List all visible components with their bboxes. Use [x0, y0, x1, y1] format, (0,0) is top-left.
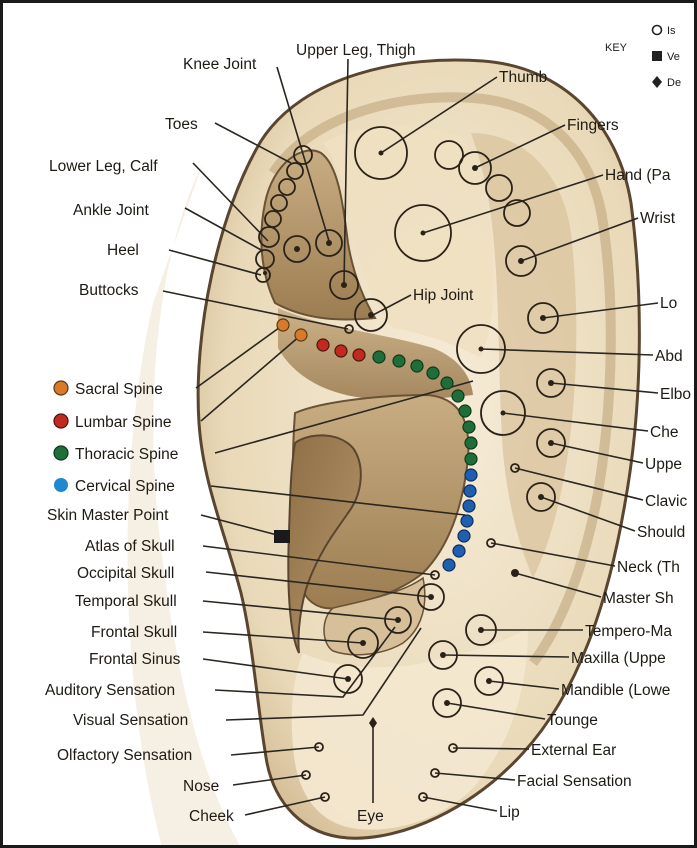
- label-lower-arm: Lo: [660, 295, 677, 312]
- key-item-label: Is: [667, 25, 676, 37]
- thoracic-swatch: [53, 445, 69, 461]
- helix-rim: [268, 92, 616, 666]
- label-heel: Heel: [107, 242, 139, 259]
- label-mandible: Mandible (Lowe: [561, 682, 670, 699]
- label-cheek: Cheek: [189, 808, 234, 825]
- label-tempero-mandibular: Tempero-Ma: [585, 623, 672, 640]
- label-frontal-skull: Frontal Skull: [91, 624, 177, 641]
- label-atlas-of-skull: Atlas of Skull: [85, 538, 175, 555]
- label-clavicle: Clavic: [645, 493, 687, 510]
- label-auditory-sensation: Auditory Sensation: [45, 682, 175, 699]
- label-temporal-skull: Temporal Skull: [75, 593, 177, 610]
- antihelix: [323, 125, 494, 358]
- label-wrist: Wrist: [640, 210, 676, 227]
- sacral-swatch: [53, 380, 69, 396]
- label-occipital-skull: Occipital Skull: [77, 565, 174, 582]
- top-labels: Knee Joint Upper Leg, Thigh Thumb: [183, 42, 547, 86]
- upper-points: [354, 126, 566, 577]
- lower-points: [274, 530, 504, 802]
- lumbar-swatch: [53, 413, 69, 429]
- label-chest: Che: [650, 424, 678, 441]
- label-master-shoulder: Master Sh: [603, 590, 674, 607]
- skin-master-point-square: [274, 530, 290, 543]
- label-toes: Toes: [165, 116, 198, 133]
- left-labels: Toes Lower Leg, Calf Ankle Joint Heel Bu…: [45, 116, 234, 825]
- leader-lines: [162, 58, 659, 816]
- label-lower-leg: Lower Leg, Calf: [49, 158, 158, 175]
- label-elbow: Elbo: [660, 386, 691, 403]
- toe-points: [255, 145, 313, 283]
- ear-reflexology-diagram: KEY Is Ve De: [45, 24, 691, 845]
- key-title: KEY: [605, 42, 628, 54]
- label-upper-arm: Uppe: [645, 456, 682, 473]
- label-thumb: Thumb: [499, 69, 547, 86]
- label-upper-leg-thigh: Upper Leg, Thigh: [296, 42, 416, 59]
- label-facial-sensation: Facial Sensation: [517, 773, 632, 790]
- face-shading: [127, 163, 240, 845]
- label-knee-joint: Knee Joint: [183, 56, 257, 73]
- cervical-swatch: [54, 478, 68, 492]
- diamond-filled-icon: [652, 76, 662, 88]
- legend-lumbar: Lumbar Spine: [75, 414, 172, 431]
- label-nose: Nose: [183, 778, 219, 795]
- label-external-ear: External Ear: [531, 742, 616, 759]
- leg-points: [283, 229, 388, 334]
- key-item-label: De: [667, 77, 681, 89]
- label-hand-palm: Hand (Pa: [605, 167, 671, 184]
- label-ankle-joint: Ankle Joint: [73, 202, 150, 219]
- legend-thoracic: Thoracic Spine: [75, 446, 178, 463]
- scapha: [471, 133, 577, 578]
- label-olfactory-sensation: Olfactory Sensation: [57, 747, 192, 764]
- right-labels: Fingers Hand (Pa Wrist Lo Abd Elbo Che U…: [499, 117, 691, 821]
- legend-sacral: Sacral Spine: [75, 381, 163, 398]
- label-visual-sensation: Visual Sensation: [73, 712, 188, 729]
- label-lip: Lip: [499, 804, 520, 821]
- acupoints: [255, 126, 566, 802]
- legend-cervical: Cervical Spine: [75, 478, 175, 495]
- label-buttocks: Buttocks: [79, 282, 139, 299]
- label-shoulder: Should: [637, 524, 685, 541]
- label-hip-joint: Hip Joint: [413, 287, 474, 304]
- circle-outline-icon: [651, 24, 663, 36]
- label-skin-master-point: Skin Master Point: [47, 507, 169, 524]
- label-eye: Eye: [357, 808, 384, 825]
- square-filled-icon: [652, 51, 662, 61]
- label-neck: Neck (Th: [617, 559, 680, 576]
- label-maxilla: Maxilla (Uppe: [571, 650, 666, 667]
- label-frontal-sinus: Frontal Sinus: [89, 651, 181, 668]
- spine-legend: Sacral Spine Lumbar Spine Thoracic Spine…: [53, 380, 178, 495]
- label-fingers: Fingers: [567, 117, 619, 134]
- key-item-label: Ve: [667, 51, 680, 63]
- key-panel: KEY Is Ve De: [605, 24, 681, 89]
- label-tounge: Tounge: [547, 712, 598, 729]
- spine-dots: [276, 318, 478, 572]
- label-abdomen: Abd: [655, 348, 683, 365]
